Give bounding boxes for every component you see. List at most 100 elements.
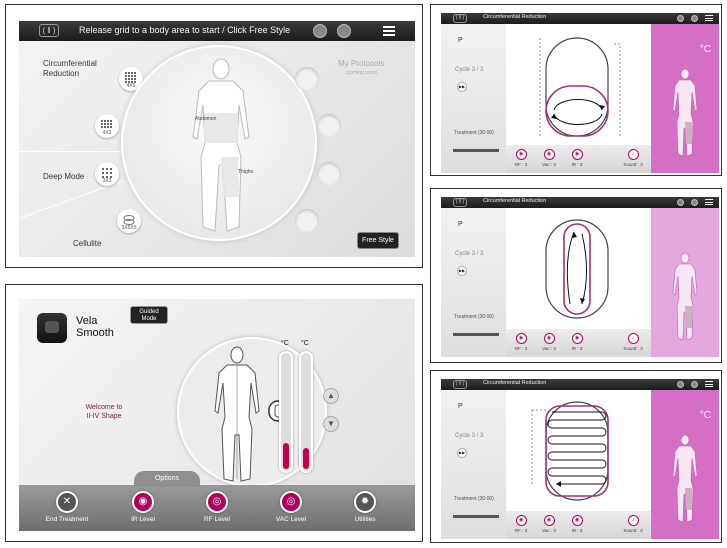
settings-icon[interactable] <box>313 24 327 38</box>
brand-line1: Vela <box>76 315 98 327</box>
treatment-progress <box>453 333 499 336</box>
category-deep-mode[interactable]: Deep Mode <box>43 172 85 181</box>
ir-icon: ◉ <box>132 491 154 513</box>
body-figure-icon <box>672 252 698 341</box>
main-menu-panel: Vela Smooth Guided Mode Welcome to II-IV… <box>5 284 423 542</box>
treatment-timer: Treatment (30:00) <box>454 496 494 502</box>
cycle-counter: Cycle 3 / 3 <box>455 67 484 73</box>
rf-level-button[interactable]: ◎ RF Level <box>189 491 245 523</box>
rf-value: RF : 3 <box>514 346 528 351</box>
treatment-progress <box>453 149 499 152</box>
body-map-circle <box>121 45 317 241</box>
vac-level[interactable]: ◉Vac : 3 <box>536 515 562 533</box>
vac-icon: ◉ <box>543 515 555 526</box>
zone-thighs[interactable]: Thighs <box>238 169 254 175</box>
menu-icon[interactable] <box>705 199 713 207</box>
vac-level-button[interactable]: ◎ VAC Level <box>263 491 319 523</box>
vac-level[interactable]: ◉Vac : 3 <box>536 333 562 351</box>
level-up-button[interactable]: ▲ <box>323 388 339 404</box>
sound-level[interactable]: ♪Sound : 3 <box>620 333 646 351</box>
guided-mode-button[interactable]: Guided Mode <box>130 306 168 324</box>
rf-icon: ◉ <box>515 333 527 344</box>
settings-icon[interactable] <box>677 381 684 388</box>
ir-level[interactable]: ◉ IR : 3 <box>564 333 590 351</box>
vac-icon: ◉ <box>543 149 555 160</box>
options-tab[interactable]: Options <box>134 471 200 487</box>
protocol-slot[interactable] <box>317 162 341 186</box>
app-logo-icon: ( ‖ ) <box>39 24 59 37</box>
rf-level[interactable]: ◉RF : 3 <box>508 149 534 167</box>
ir-level[interactable]: ◉IR : 3 <box>564 149 590 167</box>
body-area-selection-panel: ( ‖ ) Release grid to a body area to sta… <box>5 4 423 268</box>
protocol-slot[interactable] <box>295 209 319 233</box>
user-icon[interactable] <box>691 381 698 388</box>
utilities-button[interactable]: ✹ Utilities <box>337 491 393 523</box>
ir-level-button[interactable]: ◉ IR Level <box>115 491 171 523</box>
vac-value: Vac : 3 <box>542 346 556 351</box>
ir-icon: ◉ <box>571 333 583 344</box>
cycle-counter: Cycle 3 / 3 <box>455 433 484 439</box>
menu-icon[interactable] <box>705 381 713 389</box>
temperature-unit: °C <box>699 44 711 55</box>
zone-abdomen[interactable]: Abdomen <box>195 116 217 122</box>
rf-value: RF : 3 <box>514 162 528 167</box>
body-silhouette-icon[interactable] <box>123 47 319 243</box>
play-icon[interactable]: ▶▶ <box>457 266 467 276</box>
user-icon[interactable] <box>691 199 698 206</box>
sound-level[interactable]: ♪Sound : 3 <box>620 149 646 167</box>
rf-level[interactable]: ◉RF : 3 <box>508 515 534 533</box>
settings-icon[interactable] <box>677 199 684 206</box>
vac-level[interactable]: ◉Vac : 3 <box>536 149 562 167</box>
guided-line2: Mode <box>141 316 157 322</box>
treatment-panel-2: ( ‖ ) Circumferential Reduction P Cycle … <box>430 188 722 363</box>
menu-icon[interactable] <box>705 15 713 23</box>
grid-4x3-icon[interactable] <box>95 114 119 138</box>
treatment-timer: Treatment (30:00) <box>454 314 494 320</box>
ir-level[interactable]: ◉IR : 3 <box>564 515 590 533</box>
rf-icon: ◎ <box>206 491 228 513</box>
applicator-path-diagram <box>545 219 609 319</box>
grid-label: 3X3 <box>102 178 112 184</box>
utilities-label: Utilities <box>354 516 376 523</box>
sound-value: Sound : 3 <box>623 346 643 351</box>
rf-level[interactable]: ◉ RF : 3 <box>508 333 534 351</box>
treatment-timer: Treatment (30:00) <box>454 130 494 136</box>
play-icon[interactable]: ▶▶ <box>457 82 467 92</box>
level-down-button[interactable]: ▼ <box>323 416 339 432</box>
grid-3x3-icon[interactable] <box>95 162 119 186</box>
user-icon[interactable] <box>337 24 351 38</box>
close-icon: ✕ <box>56 491 78 513</box>
brand-name: Vela Smooth <box>76 315 114 339</box>
protocol-slot[interactable] <box>295 67 319 91</box>
brand-line2: Smooth <box>76 327 114 339</box>
body-figure-icon <box>672 434 698 523</box>
temperature-gauge-right <box>299 351 313 473</box>
top-bar: ( ‖ ) Circumferential Reduction <box>441 379 719 390</box>
ir-value: IR : 3 <box>571 346 583 351</box>
grid-cellulite-icon[interactable] <box>117 209 141 233</box>
grid-label: 4X5 <box>126 83 136 89</box>
grid-4x5-icon[interactable] <box>119 67 143 91</box>
vac-level-label: VAC Level <box>275 516 307 523</box>
free-style-button[interactable]: Free Style <box>357 232 399 249</box>
play-icon[interactable]: ▶▶ <box>457 448 467 458</box>
end-treatment-label: End Treatment <box>45 516 89 523</box>
category-circumferential-reduction[interactable]: Circumferential Reduction <box>43 59 97 78</box>
menu-icon[interactable] <box>383 26 395 38</box>
level-bar: ◉RF : 3 ◉Vac : 3 ◉IR : 3 ♪Sound : 3 <box>506 145 651 173</box>
treatment-screen: ( ‖ ) Circumferential Reduction P Cycle … <box>441 379 719 539</box>
end-treatment-button[interactable]: ✕ End Treatment <box>39 491 95 523</box>
settings-icon[interactable] <box>677 15 684 22</box>
app-logo-icon: ( ‖ ) <box>453 198 467 207</box>
user-icon[interactable] <box>691 15 698 22</box>
ir-value: IR : 3 <box>571 162 583 167</box>
treatment-screen: ( ‖ ) Circumferential Reduction P Cycle … <box>441 13 719 173</box>
applicator-path-diagram <box>539 37 621 137</box>
top-bar: ( ‖ ) Release grid to a body area to sta… <box>19 21 415 41</box>
program-label: P <box>458 403 463 410</box>
sound-level[interactable]: ♪Sound : 3 <box>620 515 646 533</box>
app-logo-icon: ( ‖ ) <box>453 380 467 389</box>
protocol-slot[interactable] <box>317 114 341 138</box>
category-cellulite[interactable]: Cellulite <box>73 239 102 248</box>
ir-value: IR : 3 <box>571 528 583 533</box>
